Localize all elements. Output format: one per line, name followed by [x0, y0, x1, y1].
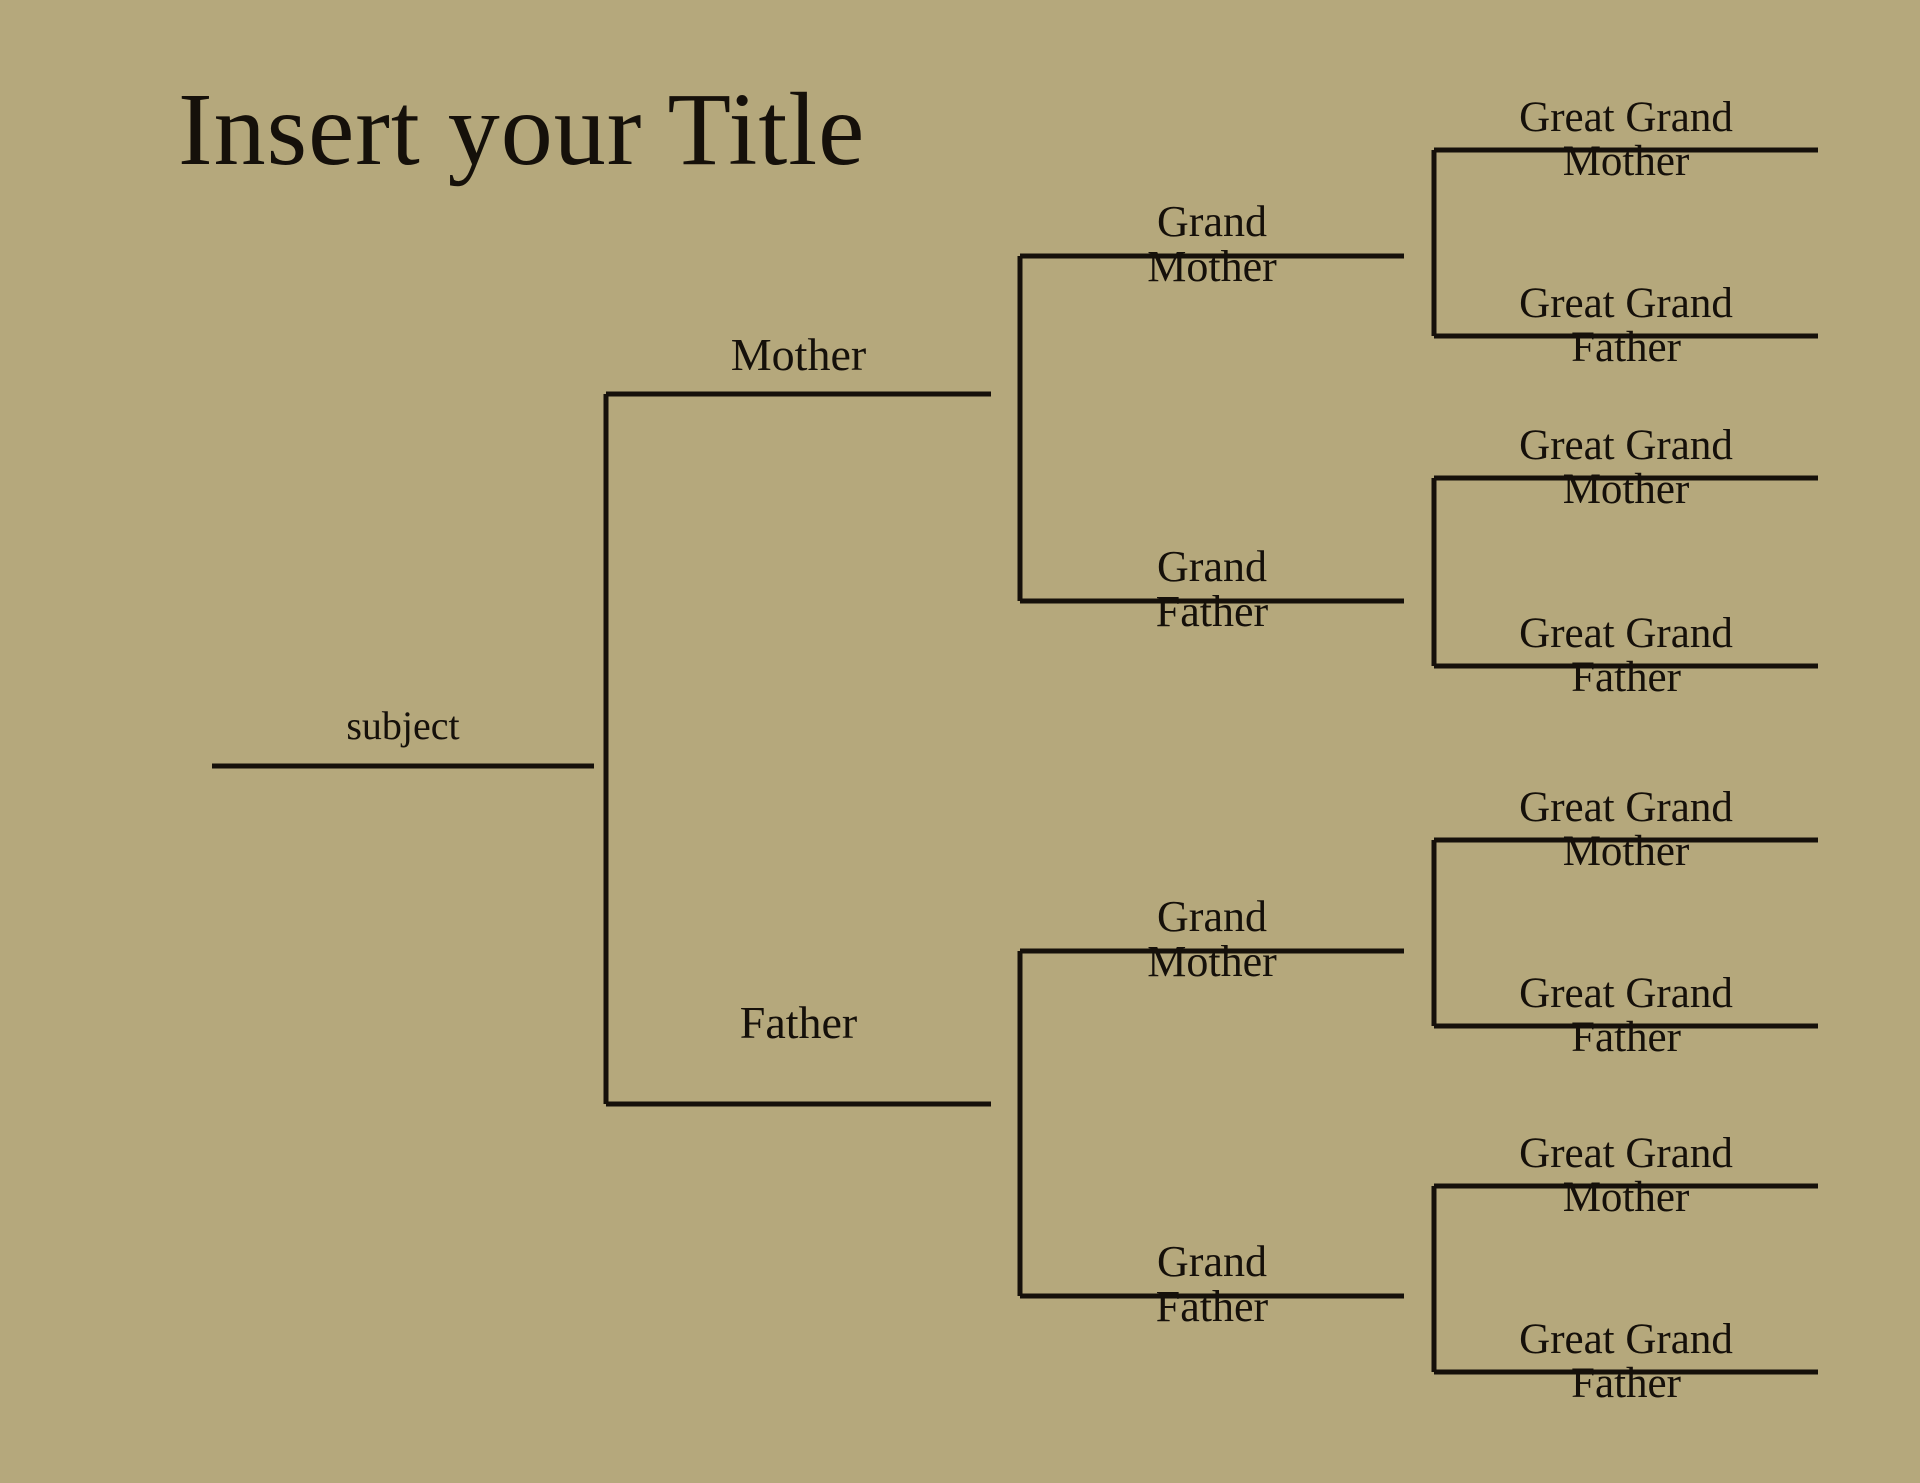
node-label-line: Father — [1155, 586, 1269, 636]
node-label-subject[interactable]: subject — [212, 703, 594, 748]
node-label-line: Great Grand — [1519, 422, 1733, 469]
node-label-line: Grand — [1157, 542, 1267, 591]
node-label-line: Father — [739, 997, 858, 1048]
node-label-line: Father — [1571, 1359, 1681, 1407]
node-label-line: Father — [1155, 1281, 1269, 1331]
node-label-mother[interactable]: Mother — [606, 329, 991, 380]
node-label-line: Father — [1571, 323, 1681, 371]
node-label-line: Father — [1571, 653, 1681, 701]
node-label-line: Mother — [1562, 465, 1690, 513]
node-label-line: Great Grand — [1519, 784, 1733, 831]
node-label-line: Mother — [730, 329, 867, 380]
node-label-line: Grand — [1157, 1237, 1267, 1286]
node-label-line: Great Grand — [1519, 94, 1733, 141]
node-label-line: Mother — [1147, 241, 1277, 291]
node-label-line: Father — [1571, 1013, 1681, 1061]
node-label-line: Grand — [1157, 197, 1267, 246]
node-label-line: Grand — [1157, 892, 1267, 941]
node-label-line: Great Grand — [1519, 1130, 1733, 1177]
node-label-line: Mother — [1562, 827, 1690, 875]
page-title: Insert your Title — [178, 72, 866, 187]
node-label-line: Great Grand — [1519, 280, 1733, 327]
node-label-line: Great Grand — [1519, 610, 1733, 657]
node-label-father[interactable]: Father — [606, 997, 991, 1048]
node-label-line: Great Grand — [1519, 1316, 1733, 1363]
node-label-line: Mother — [1147, 936, 1277, 986]
node-label-line: Mother — [1562, 137, 1690, 185]
node-label-line: Mother — [1562, 1173, 1690, 1221]
node-label-line: subject — [346, 703, 460, 748]
node-label-line: Great Grand — [1519, 970, 1733, 1017]
